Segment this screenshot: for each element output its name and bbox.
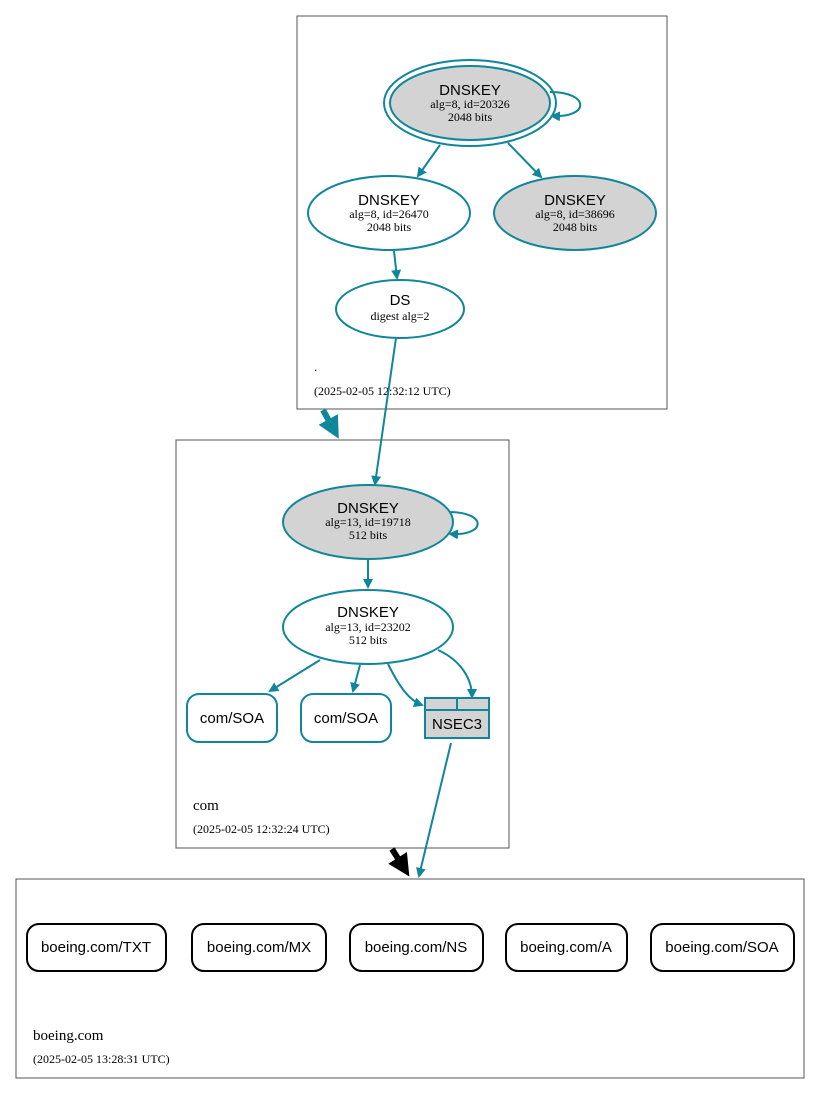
node-boeing-ns[interactable]: boeing.com/NS — [349, 923, 484, 972]
node-boeing-soa-label: boeing.com/SOA — [665, 939, 778, 956]
node-root-zsk-title: DNSKEY — [358, 192, 420, 209]
edge-com-zone-to-boeing-zone — [388, 847, 410, 877]
node-com-zsk-title: DNSKEY — [337, 604, 399, 621]
node-com-zsk-line1: alg=13, id=23202 — [325, 620, 411, 634]
node-boeing-soa[interactable]: boeing.com/SOA — [650, 923, 795, 972]
edge-ds-to-com-ksk — [371, 337, 397, 486]
edge-nsec3-to-boeing — [416, 742, 452, 878]
node-boeing-txt[interactable]: boeing.com/TXT — [26, 923, 167, 972]
node-root-zsk-line1: alg=8, id=26470 — [349, 207, 429, 221]
edge-root-ksk-to-zsk2 — [507, 142, 543, 179]
node-boeing-a-label: boeing.com/A — [520, 939, 612, 956]
zone-boeing-name: boeing.com — [33, 1028, 104, 1044]
node-root-zsk[interactable]: DNSKEY alg=8, id=26470 2048 bits — [307, 175, 471, 251]
edge-root-zsk-to-ds — [391, 250, 402, 280]
node-com-soa-2[interactable]: com/SOA — [300, 693, 392, 743]
node-boeing-a[interactable]: boeing.com/A — [505, 923, 628, 972]
edge-com-zsk-to-soa2 — [350, 664, 361, 693]
zone-com: com (2025-02-05 12:32:24 UTC) — [175, 439, 510, 849]
node-boeing-txt-label: boeing.com/TXT — [41, 939, 151, 956]
node-root-zsk2-title: DNSKEY — [544, 192, 606, 209]
node-root-ksk[interactable]: DNSKEY alg=8, id=20326 2048 bits — [383, 59, 557, 147]
node-com-soa-1-label: com/SOA — [200, 710, 264, 727]
zone-root: . (2025-02-05 12:32:12 UTC) — [296, 15, 668, 410]
edge-com-zsk-to-soa1 — [268, 659, 321, 693]
node-com-soa-2-label: com/SOA — [314, 710, 378, 727]
edge-com-ksk-self — [448, 511, 479, 540]
node-root-zsk2[interactable]: DNSKEY alg=8, id=38696 2048 bits — [493, 175, 657, 251]
edge-root-zone-to-com-zone — [318, 408, 339, 439]
edge-com-zsk-to-nsec3-a — [387, 663, 424, 708]
zone-boeing: boeing.com (2025-02-05 13:28:31 UTC) — [15, 878, 805, 1079]
node-com-ds[interactable]: DS digest alg=2 — [335, 279, 465, 339]
zone-boeing-timestamp: (2025-02-05 13:28:31 UTC) — [33, 1052, 170, 1066]
node-boeing-mx-label: boeing.com/MX — [207, 939, 311, 956]
edge-root-ksk-self — [549, 91, 582, 122]
node-com-ksk-line2: 512 bits — [349, 528, 388, 542]
node-com-zsk-line2: 512 bits — [349, 633, 388, 647]
node-com-ksk-line1: alg=13, id=19718 — [325, 515, 411, 529]
edges — [268, 91, 582, 878]
node-root-ksk-title: DNSKEY — [439, 82, 501, 99]
node-root-zsk2-line1: alg=8, id=38696 — [535, 207, 615, 221]
edge-root-ksk-to-zsk — [416, 144, 441, 178]
node-boeing-ns-label: boeing.com/NS — [365, 939, 468, 956]
node-nsec3-label: NSEC3 — [432, 716, 482, 733]
zone-com-name: com — [193, 798, 219, 814]
node-com-ksk-title: DNSKEY — [337, 500, 399, 517]
node-com-zsk[interactable]: DNSKEY alg=13, id=23202 512 bits — [282, 589, 454, 665]
edge-com-zsk-to-nsec3-b — [437, 649, 477, 699]
node-com-ds-title: DS — [390, 292, 411, 309]
zone-root-name: . — [314, 359, 317, 374]
node-nsec3[interactable]: NSEC3 — [424, 697, 490, 739]
node-com-ds-line1: digest alg=2 — [370, 309, 429, 323]
node-root-zsk2-line2: 2048 bits — [553, 220, 598, 234]
node-com-ksk[interactable]: DNSKEY alg=13, id=19718 512 bits — [282, 484, 454, 560]
node-boeing-mx[interactable]: boeing.com/MX — [191, 923, 327, 972]
zone-root-timestamp: (2025-02-05 12:32:12 UTC) — [314, 384, 451, 398]
node-root-ksk-line2: 2048 bits — [448, 110, 493, 124]
node-root-ksk-line1: alg=8, id=20326 — [430, 97, 510, 111]
node-root-zsk-line2: 2048 bits — [367, 220, 412, 234]
zone-com-timestamp: (2025-02-05 12:32:24 UTC) — [193, 822, 330, 836]
node-com-soa-1[interactable]: com/SOA — [186, 693, 278, 743]
